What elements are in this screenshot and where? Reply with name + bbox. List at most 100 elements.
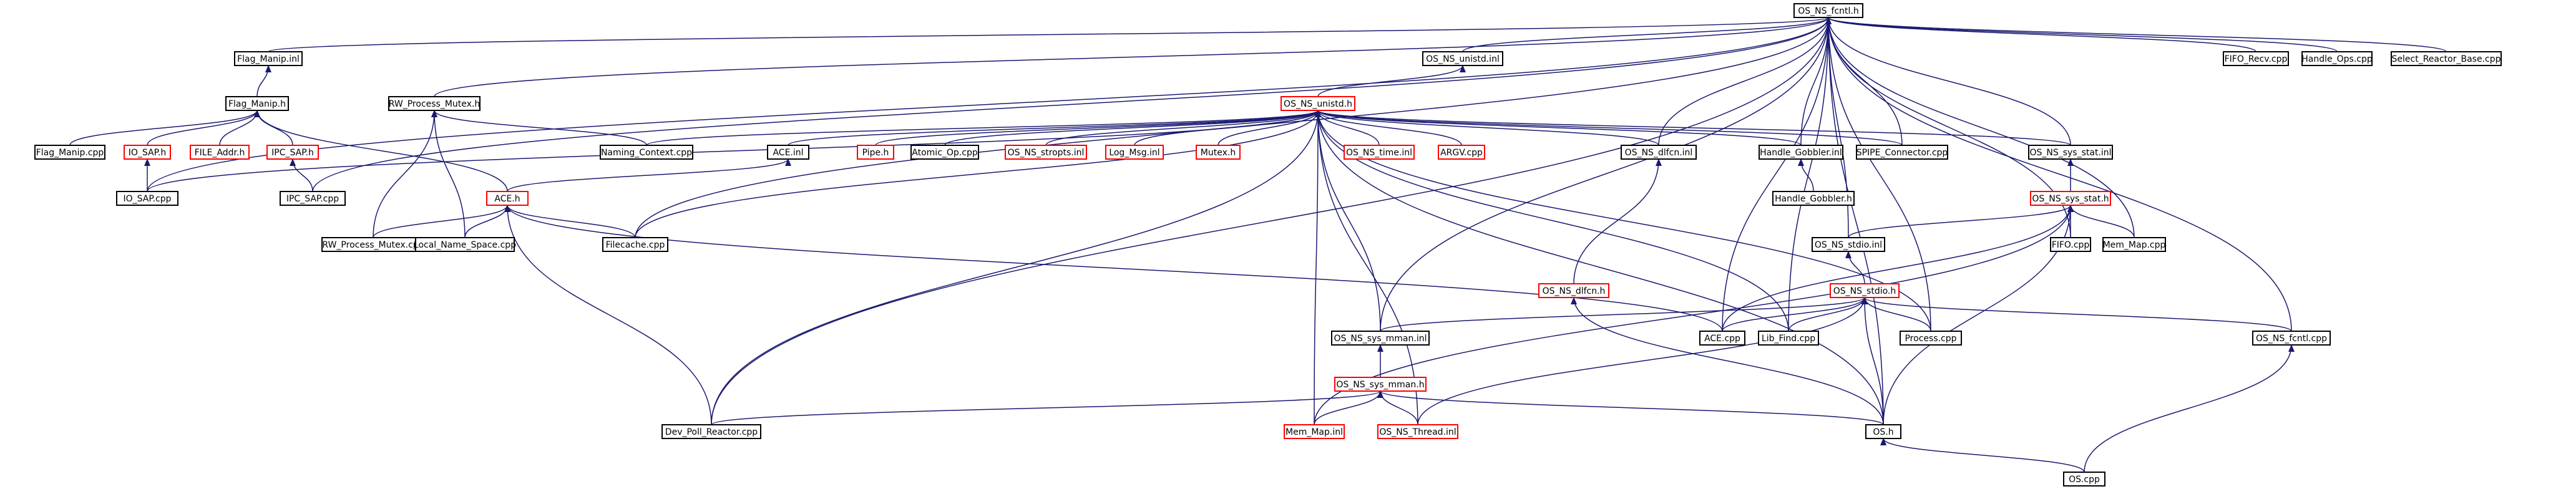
node-box[interactable] <box>34 145 105 160</box>
node-box[interactable] <box>1699 331 1745 346</box>
node-sys-stat-h[interactable]: OS_NS_sys_stat.h <box>2030 191 2111 206</box>
node-box[interactable] <box>1344 145 1415 160</box>
node-box[interactable] <box>1196 145 1241 160</box>
node-box[interactable] <box>1772 191 1855 206</box>
node-box[interactable] <box>234 51 303 66</box>
node-unistd-h[interactable]: OS_NS_unistd.h <box>1281 96 1355 111</box>
node-box[interactable] <box>1377 424 1458 439</box>
node-box[interactable] <box>388 96 481 111</box>
node-box[interactable] <box>1331 331 1430 346</box>
node-box[interactable] <box>910 145 979 160</box>
node-box[interactable] <box>767 145 809 160</box>
node-box[interactable] <box>2252 331 2331 346</box>
node-box[interactable] <box>1538 283 1609 298</box>
node-sys-stat-inl[interactable]: OS_NS_sys_stat.inl <box>2028 145 2113 160</box>
node-flag-manip-inl[interactable]: Flag_Manip.inl <box>234 51 303 66</box>
node-box[interactable] <box>1334 377 1427 392</box>
node-hgobbler-inl[interactable]: Handle_Gobbler.inl <box>1759 145 1843 160</box>
node-box[interactable] <box>1281 96 1355 111</box>
node-box[interactable] <box>266 145 319 160</box>
node-os-h[interactable]: OS.h <box>1865 424 1901 439</box>
node-stdio-h[interactable]: OS_NS_stdio.h <box>1830 283 1900 298</box>
node-time-inl[interactable]: OS_NS_time.inl <box>1344 145 1415 160</box>
node-box[interactable] <box>1900 331 1962 346</box>
node-box[interactable] <box>1830 283 1900 298</box>
node-argv-cpp[interactable]: ARGV.cpp <box>1438 145 1485 160</box>
node-box[interactable] <box>225 96 289 111</box>
node-box[interactable] <box>486 191 529 206</box>
node-box[interactable] <box>124 145 171 160</box>
node-dev-poll[interactable]: Dev_Poll_Reactor.cpp <box>661 424 761 439</box>
node-select-reactor[interactable]: Select_Reactor_Base.cpp <box>2391 51 2502 66</box>
node-ace-inl[interactable]: ACE.inl <box>767 145 809 160</box>
node-box[interactable] <box>2301 51 2373 66</box>
node-box[interactable] <box>1284 424 1345 439</box>
node-flag-manip-cpp[interactable]: Flag_Manip.cpp <box>34 145 105 160</box>
node-ipc-sap-h[interactable]: IPC_SAP.h <box>266 145 319 160</box>
node-box[interactable] <box>280 191 346 206</box>
node-mem-map-cpp[interactable]: Mem_Map.cpp <box>2102 237 2166 252</box>
node-rw-mutex-cpp[interactable]: RW_Process_Mutex.cpp <box>321 237 425 252</box>
node-filecache[interactable]: Filecache.cpp <box>602 237 668 252</box>
node-box[interactable] <box>2030 191 2111 206</box>
node-ace-h[interactable]: ACE.h <box>486 191 529 206</box>
node-log-msg-inl[interactable]: Log_Msg.inl <box>1105 145 1164 160</box>
node-mem-map-inl[interactable]: Mem_Map.inl <box>1284 424 1345 439</box>
node-file-addr-h[interactable]: FILE_Addr.h <box>190 145 250 160</box>
node-box[interactable] <box>1005 145 1087 160</box>
node-process-cpp[interactable]: Process.cpp <box>1900 331 1962 346</box>
node-box[interactable] <box>116 191 178 206</box>
node-atomic-op[interactable]: Atomic_Op.cpp <box>910 145 979 160</box>
node-box[interactable] <box>415 237 515 252</box>
node-box[interactable] <box>1856 145 1948 160</box>
node-box[interactable] <box>2028 145 2113 160</box>
node-flag-manip-h[interactable]: Flag_Manip.h <box>225 96 289 111</box>
node-ace-cpp[interactable]: ACE.cpp <box>1699 331 1745 346</box>
node-lns-cpp[interactable]: Local_Name_Space.cpp <box>414 237 516 252</box>
node-sys-mman-inl[interactable]: OS_NS_sys_mman.inl <box>1331 331 1430 346</box>
node-box[interactable] <box>1422 51 1503 66</box>
node-fcntl-cpp[interactable]: OS_NS_fcntl.cpp <box>2252 331 2331 346</box>
node-thread-inl[interactable]: OS_NS_Thread.inl <box>1377 424 1458 439</box>
node-handle-ops[interactable]: Handle_Ops.cpp <box>2301 51 2373 66</box>
node-box[interactable] <box>857 145 894 160</box>
node-io-sap-h[interactable]: IO_SAP.h <box>124 145 171 160</box>
node-stdio-inl[interactable]: OS_NS_stdio.inl <box>1812 237 1885 252</box>
node-box[interactable] <box>1758 331 1819 346</box>
node-box[interactable] <box>1105 145 1164 160</box>
node-box[interactable] <box>2102 237 2166 252</box>
node-lib-find[interactable]: Lib_Find.cpp <box>1758 331 1819 346</box>
node-box[interactable] <box>2050 237 2091 252</box>
node-io-sap-cpp[interactable]: IO_SAP.cpp <box>116 191 178 206</box>
node-dlfcn-h[interactable]: OS_NS_dlfcn.h <box>1538 283 1609 298</box>
node-box[interactable] <box>190 145 250 160</box>
node-hgobbler-h[interactable]: Handle_Gobbler.h <box>1772 191 1855 206</box>
node-ipc-sap-cpp[interactable]: IPC_SAP.cpp <box>280 191 346 206</box>
node-mutex-h[interactable]: Mutex.h <box>1196 145 1241 160</box>
node-box[interactable] <box>1812 237 1885 252</box>
node-pipe-h[interactable]: Pipe.h <box>857 145 894 160</box>
node-box[interactable] <box>1621 145 1697 160</box>
node-box[interactable] <box>1865 424 1901 439</box>
node-fcntl-h[interactable]: OS_NS_fcntl.h <box>1793 3 1863 18</box>
node-naming-ctx[interactable]: Naming_Context.cpp <box>600 145 693 160</box>
node-os-cpp[interactable]: OS.cpp <box>2063 472 2105 487</box>
node-box[interactable] <box>1438 145 1485 160</box>
node-box[interactable] <box>661 424 761 439</box>
node-spipe[interactable]: SPIPE_Connector.cpp <box>1856 145 1948 160</box>
node-stropts-inl[interactable]: OS_NS_stropts.inl <box>1005 145 1087 160</box>
node-box[interactable] <box>1759 145 1843 160</box>
node-unistd-inl[interactable]: OS_NS_unistd.inl <box>1422 51 1503 66</box>
node-box[interactable] <box>1793 3 1863 18</box>
node-fifo-cpp[interactable]: FIFO.cpp <box>2050 237 2091 252</box>
node-box[interactable] <box>602 237 668 252</box>
node-box[interactable] <box>600 145 693 160</box>
node-box[interactable] <box>2223 51 2289 66</box>
node-fifo-recv[interactable]: FIFO_Recv.cpp <box>2223 51 2289 66</box>
node-rw-mutex-h[interactable]: RW_Process_Mutex.h <box>388 96 481 111</box>
node-sys-mman-h[interactable]: OS_NS_sys_mman.h <box>1334 377 1427 392</box>
node-dlfcn-inl[interactable]: OS_NS_dlfcn.inl <box>1621 145 1697 160</box>
node-box[interactable] <box>2063 472 2105 487</box>
node-box[interactable] <box>2391 51 2502 66</box>
